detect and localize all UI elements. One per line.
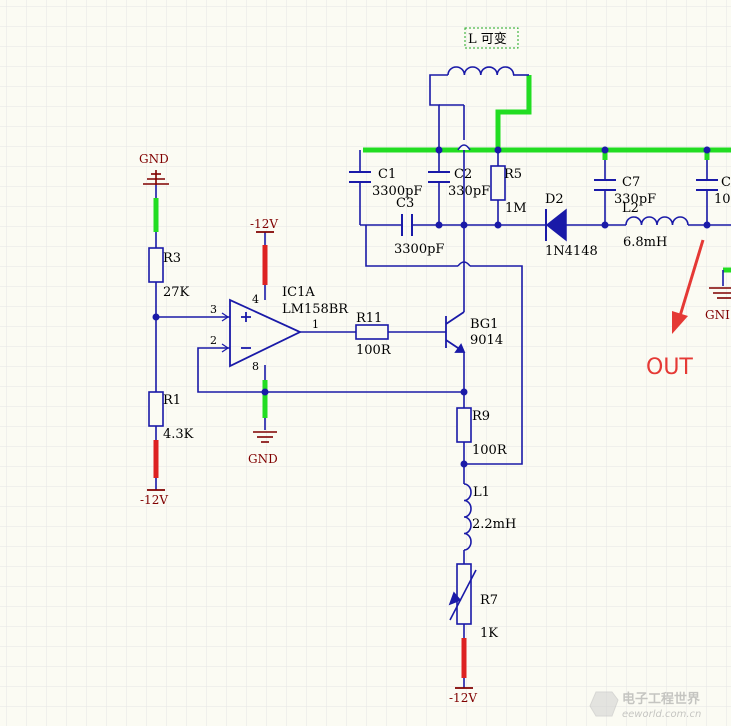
- c1-ref: C1: [378, 167, 396, 182]
- r1-ref: R1: [163, 393, 181, 408]
- l2-ref: L2: [622, 201, 639, 216]
- c2-ref: C2: [454, 167, 472, 182]
- watermark-logo-icon: [589, 691, 619, 717]
- r3-body: [148, 247, 164, 283]
- r9-body: [456, 407, 472, 443]
- l1-coil: [463, 483, 472, 551]
- c1-value: 3300pF: [372, 184, 422, 199]
- bg1-ref: BG1: [470, 317, 498, 332]
- neg12-opamp-label: -12V: [250, 217, 278, 231]
- wires: [155, 74, 731, 688]
- l-variable-coil: [447, 66, 515, 76]
- r9-value: 100R: [472, 443, 508, 458]
- out-label: OUT: [646, 355, 693, 380]
- r7-value: 1K: [480, 626, 498, 641]
- out-annotation-arrow: [672, 239, 705, 334]
- gnd-top-symbol: [143, 170, 169, 185]
- l2-coil: [625, 216, 689, 226]
- l-variable-label: L 可变: [468, 31, 507, 47]
- r11-value: 100R: [356, 343, 392, 358]
- junction-dots: [152, 146, 711, 468]
- neg12-bottom-label: -12V: [449, 691, 477, 705]
- gnd-mid-label: GND: [248, 452, 278, 466]
- r11-ref: R11: [356, 311, 382, 326]
- gnd-right-label: GNI: [705, 308, 730, 322]
- r5-value: 1M: [505, 201, 527, 216]
- opamp-ic1a: [221, 298, 303, 368]
- wire-crossover: [457, 261, 471, 267]
- watermark-title: 电子工程世界: [622, 691, 700, 707]
- r5-body: [490, 165, 506, 201]
- r3-ref: R3: [163, 251, 181, 266]
- c3-ref: C3: [396, 196, 414, 211]
- wire-crossover: [457, 144, 471, 151]
- pin8-label: 8: [252, 360, 259, 373]
- bg1-part: 9014: [470, 333, 503, 348]
- neg12-left-label: -12V: [140, 493, 168, 507]
- c2-value: 330pF: [448, 184, 490, 199]
- c-right-value: 100: [714, 192, 731, 207]
- r1-body: [148, 391, 164, 427]
- bg1-symbol: [445, 311, 466, 353]
- ic1a-part: LM158BR: [282, 302, 349, 317]
- l1-ref: L1: [473, 485, 490, 500]
- r1-value: 4.3K: [163, 427, 194, 442]
- c3-value: 3300pF: [394, 242, 444, 257]
- d2-symbol: [545, 208, 567, 242]
- capacitor-plates: [349, 171, 718, 236]
- pin1-label: 1: [312, 318, 319, 331]
- c7-value: 330pF: [614, 192, 656, 207]
- r7-ref: R7: [480, 593, 498, 608]
- l2-value: 6.8mH: [623, 235, 667, 250]
- r5-ref: R5: [504, 167, 522, 182]
- d2-ref: D2: [545, 192, 564, 207]
- rail-segments: [153, 245, 467, 678]
- c7-ref: C7: [622, 175, 640, 190]
- r3-value: 27K: [163, 285, 190, 300]
- gnd-top-label: GND: [139, 152, 169, 166]
- r7-variable-arrow: [448, 569, 477, 621]
- pin2-label: 2: [210, 334, 217, 347]
- ic1a-ref: IC1A: [282, 285, 315, 300]
- gnd-right-symbol: [709, 287, 731, 299]
- gnd-mid-symbol: [253, 431, 277, 443]
- l1-value: 2.2mH: [472, 517, 516, 532]
- r11-body: [355, 324, 389, 340]
- pin3-label: 3: [210, 303, 217, 316]
- rail-bar-symbols: [147, 231, 473, 689]
- d2-part: 1N4148: [545, 244, 598, 259]
- watermark-url: eeworld.com.cn: [622, 709, 701, 720]
- l-variable-label-box: [464, 27, 519, 49]
- r9-ref: R9: [472, 409, 490, 424]
- labels: GND -12V R3 27K R1 4.3K -12V IC1A LM158B…: [139, 31, 731, 705]
- pin4-label: 4: [252, 293, 259, 306]
- watermark: 电子工程世界 eeworld.com.cn: [589, 691, 701, 720]
- c-right-ref: C: [721, 175, 731, 190]
